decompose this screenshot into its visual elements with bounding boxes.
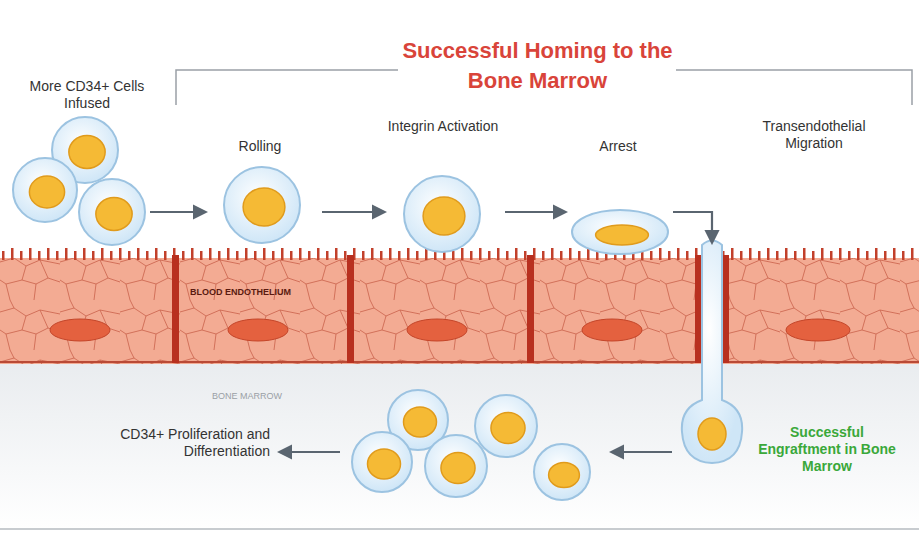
- stem-cell: [79, 179, 145, 245]
- stem-cell: [13, 158, 77, 222]
- tissue-label: BONE MARROW: [212, 391, 332, 402]
- step-label: Arrest: [570, 138, 666, 155]
- result-label: Successful Engraftment in Bone Marrow: [752, 424, 902, 474]
- stem-cell: [404, 176, 480, 252]
- stem-cell: [475, 395, 537, 457]
- marrow-ground: [0, 362, 919, 530]
- step-label: Integrin Activation: [380, 118, 506, 135]
- stem-cell: [224, 167, 300, 243]
- endothelial-nuclei: [50, 319, 850, 341]
- stem-cell: [425, 435, 487, 497]
- cd34-cells: [13, 117, 668, 500]
- endothelium-band: [0, 258, 919, 364]
- result-label: CD34+ Proliferation and Differentiation: [80, 426, 270, 460]
- step-label: Transendothelial Migration: [732, 118, 896, 152]
- stem-cell: [534, 444, 590, 500]
- step-label: Rolling: [205, 138, 315, 155]
- stem-cell: [352, 432, 412, 492]
- migrating-cell: [682, 241, 742, 464]
- endothelium-edge: [0, 361, 919, 363]
- step-label: More CD34+ Cells Infused: [22, 78, 152, 112]
- tissue-label: BLOOD ENDOTHELIUM: [190, 287, 340, 298]
- stem-cell: [572, 210, 668, 254]
- base-line: [0, 528, 919, 530]
- flow-arrows: [150, 212, 712, 452]
- title: Successful Homing to the Bone Marrow: [395, 36, 680, 95]
- microvilli: [2, 248, 914, 260]
- cell-junctions: [172, 255, 729, 363]
